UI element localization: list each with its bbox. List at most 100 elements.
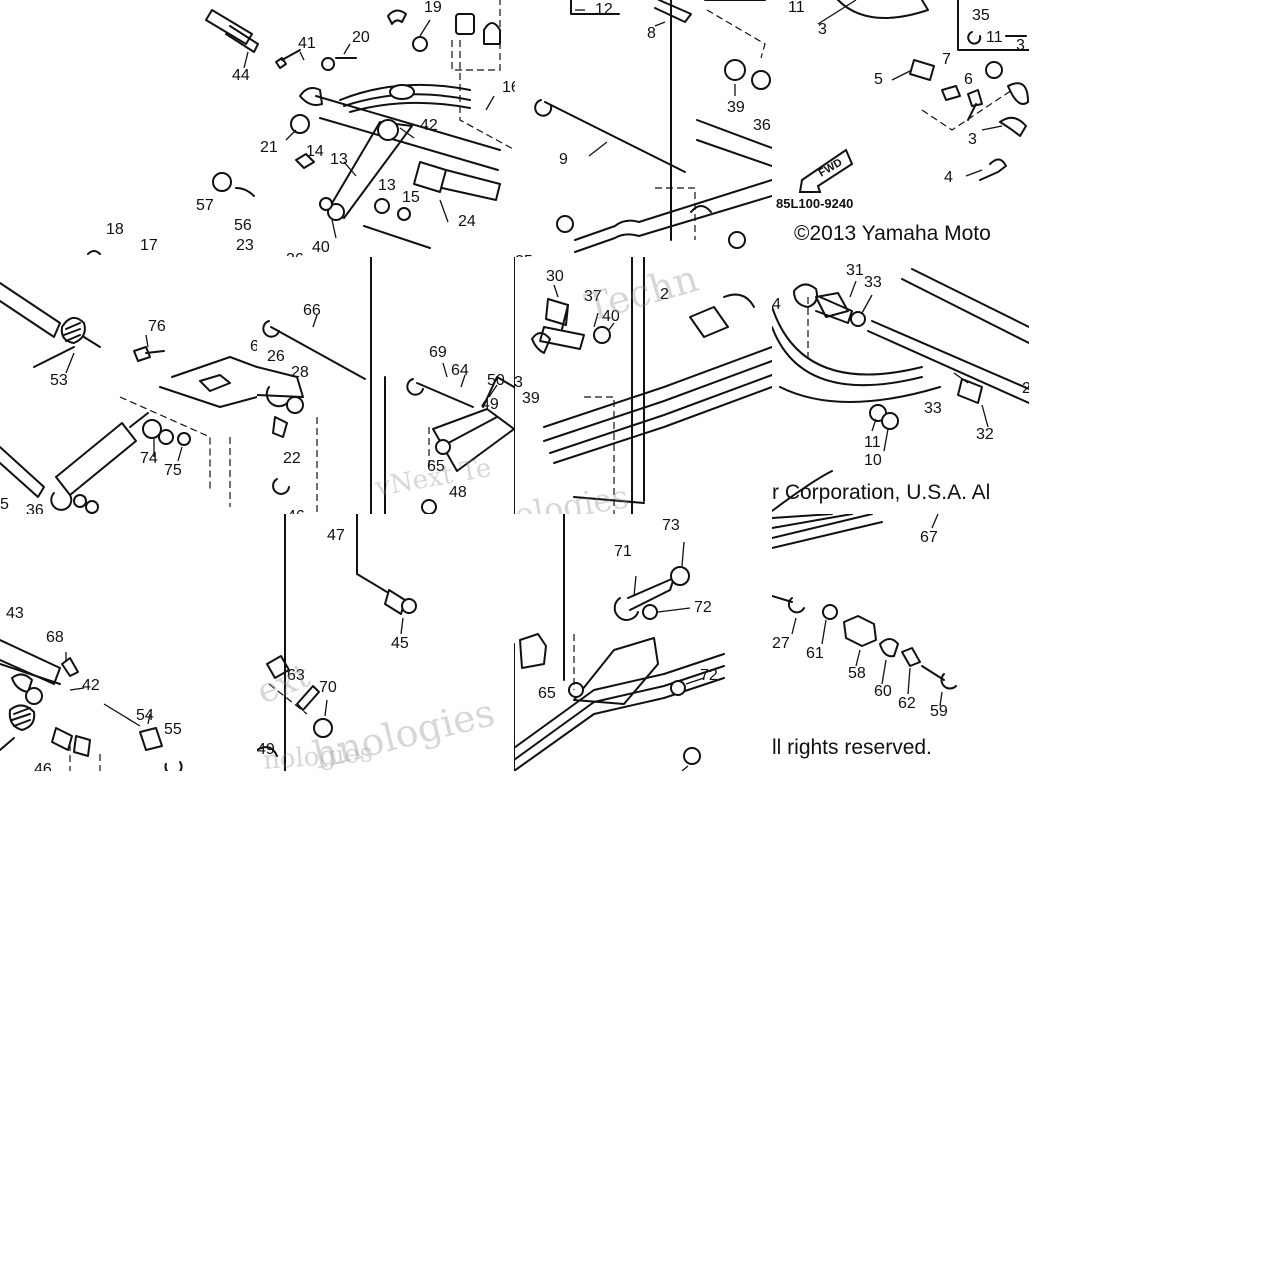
- callout-21: 21: [260, 139, 278, 156]
- callout-44: 44: [232, 67, 250, 84]
- ski-top-drawing: [817, 0, 1029, 181]
- callout-12: 12: [595, 1, 613, 18]
- callout-76: 76: [148, 318, 166, 335]
- callout-17: 17: [140, 237, 158, 254]
- callout-19: 19: [424, 0, 442, 16]
- shock-left-drawing: [0, 282, 257, 514]
- callout-70: 70: [319, 679, 337, 696]
- diagram-tile-rail-mid: 30 37 40 39 3 2 Techn ologies: [514, 257, 772, 514]
- callout-46: 46: [287, 509, 305, 515]
- callout-60: 60: [874, 683, 892, 700]
- callout-74: 74: [140, 450, 158, 467]
- callout-26: 26: [267, 348, 285, 365]
- callout-43: 43: [6, 605, 24, 622]
- callout-54: 54: [136, 707, 154, 724]
- callout-59: 59: [930, 703, 948, 720]
- ski-plate-drawing: [514, 514, 725, 771]
- callout-36-shock: 36: [26, 502, 44, 515]
- callout-22: 22: [283, 450, 301, 467]
- callout-41: 41: [298, 35, 316, 52]
- callout-36: 36: [286, 252, 304, 258]
- callout-4: 4: [944, 169, 953, 186]
- callout-42-bottom: 42: [82, 677, 100, 694]
- diagram-tile-ski-top: FWD 85L100-9240 ©2013 Yamaha Moto 11 3 3…: [772, 0, 1029, 257]
- callout-73: 73: [662, 517, 680, 534]
- callout-49-bottom: 49: [257, 741, 275, 758]
- callout-65-plate: 65: [538, 685, 556, 702]
- callout-3c: 3: [968, 131, 977, 148]
- callout-3b: 3: [1016, 37, 1025, 54]
- callout-7: 7: [942, 51, 951, 68]
- diagram-tile-shaft-bottom: 43 68 42 54 55 46: [0, 514, 257, 771]
- callout-11-ski: 11: [864, 434, 881, 451]
- linkage-top-drawing: [87, 0, 515, 255]
- callout-64: 64: [451, 362, 469, 379]
- callout-27: 27: [772, 635, 790, 652]
- callout-5: 5: [874, 71, 883, 88]
- copyright-line-1: ©2013 Yamaha Moto: [794, 222, 991, 245]
- callout-18: 18: [106, 221, 124, 238]
- callout-11b: 11: [986, 29, 1003, 46]
- callout-8: 8: [647, 25, 656, 42]
- fwd-arrow-icon: [798, 148, 854, 193]
- callout-62: 62: [898, 695, 916, 712]
- callout-48: 48: [449, 484, 467, 501]
- callout-58: 58: [848, 665, 866, 682]
- callout-15: 15: [402, 189, 420, 206]
- callout-72b: 72: [700, 667, 718, 684]
- callout-56: 56: [234, 217, 252, 234]
- hardware-bottom-drawing: [772, 514, 957, 707]
- callout-75: 75: [164, 462, 182, 479]
- callout-40-rail: 40: [602, 308, 620, 325]
- callout-13: 13: [330, 151, 348, 168]
- callout-10: 10: [864, 452, 882, 469]
- callout-61: 61: [806, 645, 824, 662]
- bolts-bottom-drawing: [257, 514, 417, 771]
- rail-top-drawing: [534, 0, 772, 253]
- callout-9: 9: [559, 151, 568, 168]
- rail-mid-drawing: [514, 257, 772, 514]
- callout-11: 11: [788, 0, 805, 16]
- callout-36-rail: 36: [753, 117, 771, 134]
- callout-20: 20: [352, 29, 370, 46]
- diagram-tile-bracket-mid: 66 26 28 22 52 46 69 64 50 49 65 48 vNex…: [257, 257, 514, 514]
- callout-66: 66: [303, 302, 321, 319]
- callout-39-rail: 39: [522, 390, 540, 407]
- copyright-line-3: ll rights reserved.: [772, 736, 932, 759]
- copyright-line-2: r Corporation, U.S.A. Al: [772, 481, 991, 504]
- callout-39: 39: [727, 99, 745, 116]
- shaft-bottom-drawing: [0, 639, 183, 771]
- callout-40: 40: [312, 239, 330, 256]
- callout-31: 31: [846, 262, 864, 279]
- callout-6-shock: 6: [250, 338, 257, 355]
- diagram-tile-linkage-top: 44 41 20 19 18 17 21 14 13 13 15 57 56 2…: [0, 0, 515, 257]
- callout-3-rail: 3: [514, 374, 523, 391]
- callout-5-shock: 5: [0, 496, 9, 513]
- callout-25: 25: [515, 254, 533, 258]
- callout-13b: 13: [378, 177, 396, 194]
- callout-4-ski: 4: [772, 296, 781, 313]
- figure-code: 85L100-9240: [776, 196, 854, 211]
- callout-16: 16: [502, 79, 515, 96]
- callout-33: 33: [864, 274, 882, 291]
- callout-63: 63: [287, 667, 305, 684]
- diagram-tile-rail-top: 12 8 9 39 36 25: [515, 0, 772, 257]
- callout-3: 3: [818, 21, 827, 38]
- callout-6: 6: [964, 71, 973, 88]
- diagram-tile-ski-mid: r Corporation, U.S.A. Al 4 31 33 29 33 1…: [772, 257, 1029, 514]
- callout-14: 14: [306, 143, 324, 160]
- callout-2: 2: [660, 286, 669, 303]
- callout-28: 28: [291, 364, 309, 381]
- callout-33b: 33: [924, 400, 942, 417]
- callout-69: 69: [429, 344, 447, 361]
- callout-55: 55: [164, 721, 182, 738]
- callout-35: 35: [972, 7, 990, 24]
- diagram-tile-ski-plate: 73 71 72 65 72: [514, 514, 772, 771]
- diagram-tile-shock-left: 53 76 74 75 36 5 6: [0, 257, 257, 514]
- callout-50: 50: [487, 372, 505, 389]
- diagram-tile-hardware-bottom: ll rights reserved. 67 27 61 58 60 62 59: [772, 514, 1029, 771]
- callout-2-ski: 2: [1022, 380, 1029, 397]
- callout-57: 57: [196, 197, 214, 214]
- callout-53: 53: [50, 372, 68, 389]
- diagram-tile-bolts-bottom: 47 45 63 70 49 ext hnologies nologies: [257, 514, 514, 771]
